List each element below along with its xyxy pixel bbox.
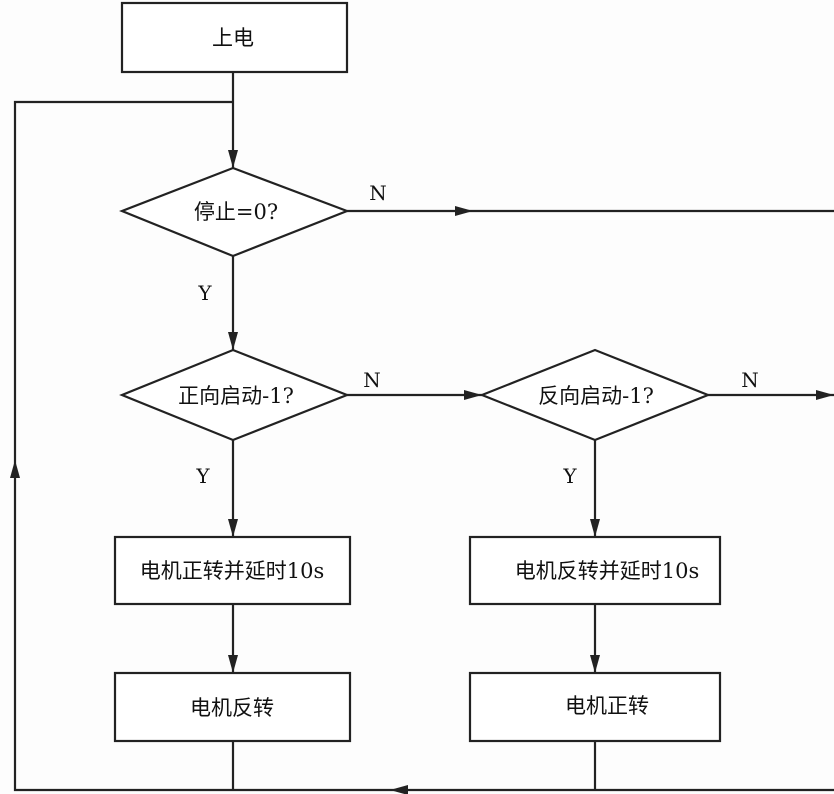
- forward-yes-label: Y: [195, 464, 210, 488]
- arrow-down-icon: [228, 150, 238, 168]
- arrow-down-icon: [590, 655, 600, 673]
- forward-no-label: N: [363, 368, 381, 392]
- power-on-box: [120, 1, 349, 74]
- arrow-left-icon: [390, 785, 408, 794]
- arrow-down-icon: [228, 519, 238, 537]
- forward-delay-box: [113, 535, 352, 606]
- arrow-right-icon: [455, 206, 473, 216]
- connectors: [13, 72, 834, 792]
- arrow-right-icon: [464, 390, 482, 400]
- forward-delay-label: 电机正转并延时10s: [140, 559, 325, 583]
- stop-no-label: N: [369, 181, 387, 205]
- arrow-down-icon: [228, 655, 238, 673]
- arrow-up-icon: [10, 460, 20, 478]
- loop-back-line: [13, 100, 233, 792]
- reverse-no-label: N: [741, 368, 759, 392]
- power-on-label: 上电: [212, 26, 254, 50]
- reverse-check-label: 反向启动-1?: [538, 384, 654, 408]
- reverse-delay-box: [468, 535, 722, 606]
- forward-decision: [119, 348, 350, 442]
- reverse-after-forward-box: [113, 671, 352, 743]
- arrowheads: [10, 150, 834, 794]
- arrow-down-icon: [228, 332, 238, 350]
- stop-check-label: 停止=0?: [194, 200, 278, 224]
- reverse-after-forward-label: 电机反转: [190, 696, 274, 720]
- arrow-down-icon: [590, 519, 600, 537]
- forward-check-label: 正向启动-1?: [178, 384, 294, 408]
- stop-decision: [119, 166, 351, 258]
- forward-after-reverse-label: 电机正转: [565, 694, 649, 718]
- stop-yes-label: Y: [197, 281, 212, 305]
- arrow-right-icon: [816, 390, 834, 400]
- reverse-yes-label: Y: [562, 464, 577, 488]
- forward-after-reverse-box: [468, 671, 722, 743]
- reverse-delay-label: 电机反转并延时10s: [515, 559, 700, 583]
- reverse-decision: [479, 348, 711, 442]
